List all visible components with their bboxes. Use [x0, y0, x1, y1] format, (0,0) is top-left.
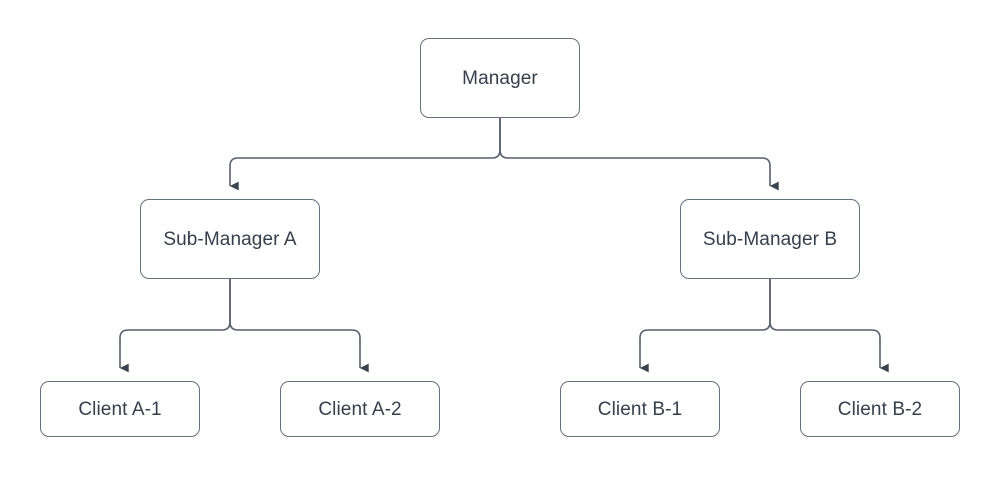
- node-sub-manager-b[interactable]: Sub-Manager B: [680, 199, 860, 279]
- edge-sub-manager-b-to-client-b1: [639, 279, 771, 373]
- node-manager[interactable]: Manager: [420, 38, 580, 118]
- edge-sub-manager-b-to-client-b2: [769, 279, 889, 373]
- node-client-a1-label: Client A-1: [78, 398, 162, 420]
- node-client-b1[interactable]: Client B-1: [560, 381, 720, 437]
- node-sub-manager-a-label: Sub-Manager A: [163, 228, 297, 250]
- node-manager-label: Manager: [462, 67, 538, 89]
- node-client-b2-label: Client B-2: [837, 398, 923, 420]
- node-sub-manager-a[interactable]: Sub-Manager A: [140, 199, 320, 279]
- edge-manager-to-sub-manager-b: [499, 118, 779, 191]
- edge-manager-to-sub-manager-a: [229, 118, 501, 191]
- node-client-a1[interactable]: Client A-1: [40, 381, 200, 437]
- edge-sub-manager-a-to-client-a1: [119, 279, 231, 373]
- node-client-a2[interactable]: Client A-2: [280, 381, 440, 437]
- node-client-b1-label: Client B-1: [597, 398, 683, 420]
- node-client-b2[interactable]: Client B-2: [800, 381, 960, 437]
- node-client-a2-label: Client A-2: [318, 398, 402, 420]
- edge-sub-manager-a-to-client-a2: [229, 279, 369, 373]
- node-sub-manager-b-label: Sub-Manager B: [702, 228, 838, 250]
